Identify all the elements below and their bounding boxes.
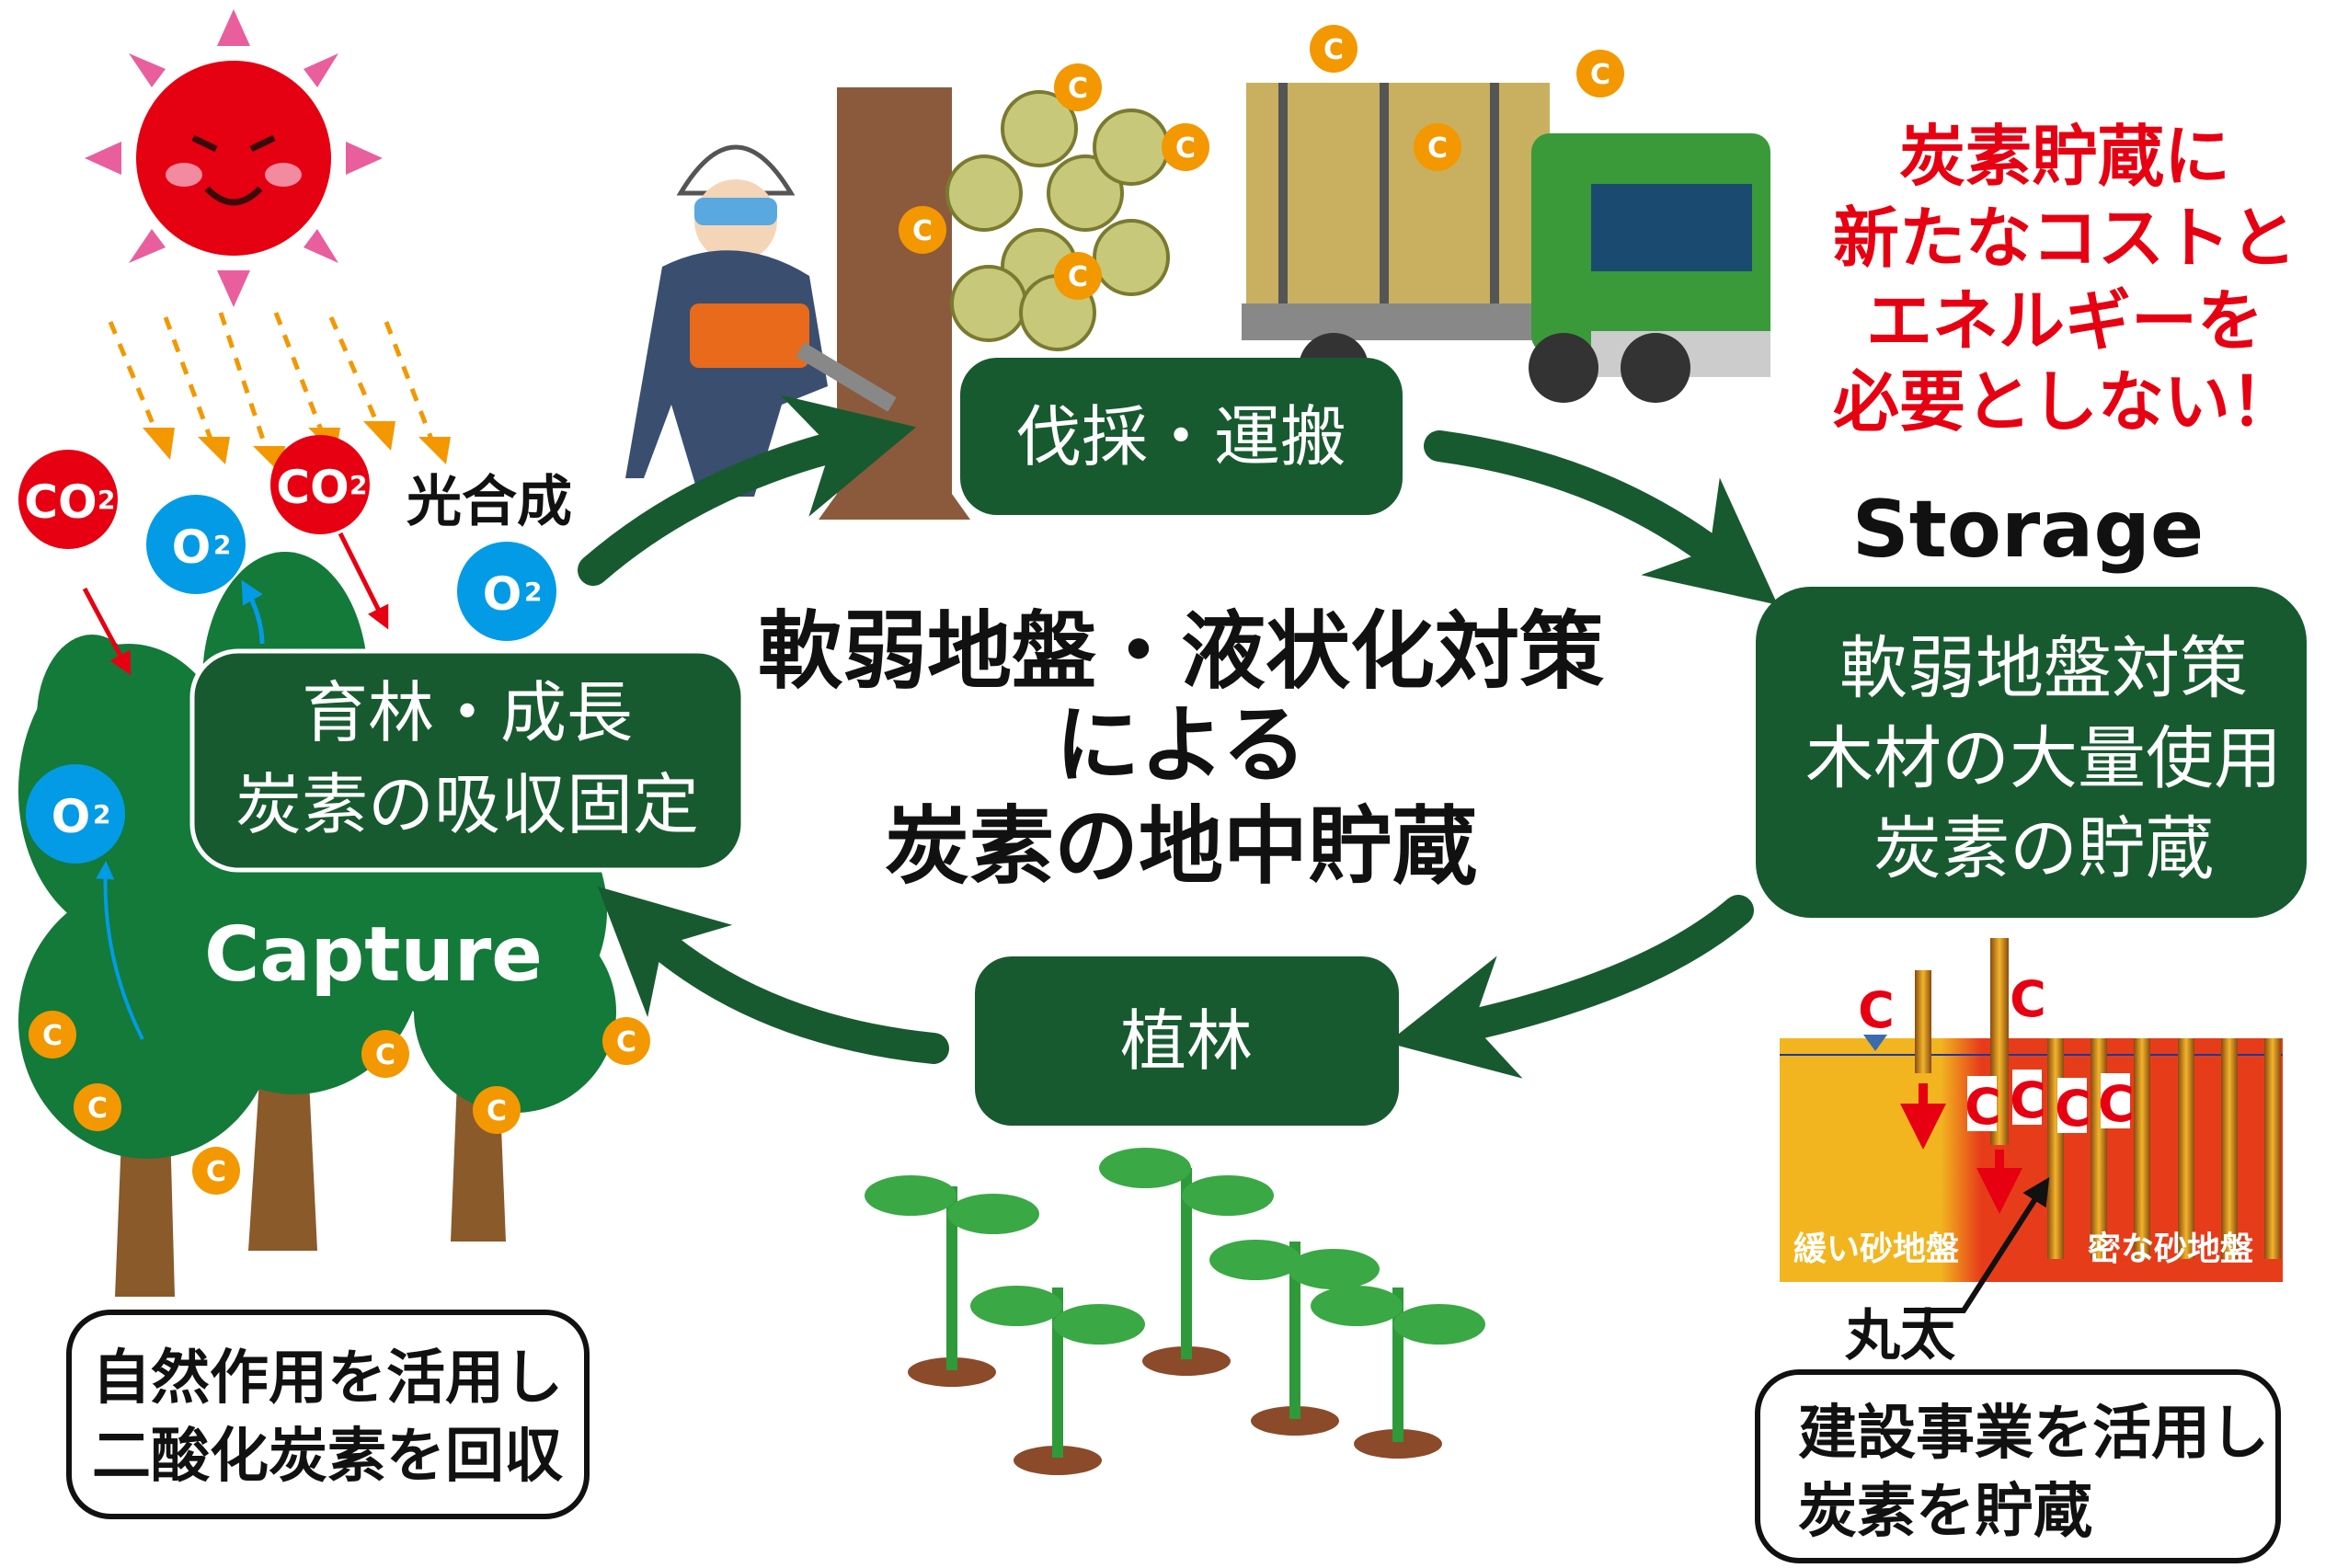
svg-text:C: C	[1323, 34, 1344, 66]
capture-label: Capture	[204, 911, 543, 999]
loose-ground-label: 緩い砂地盤	[1793, 1230, 1959, 1268]
seedlings-illustration	[865, 1148, 1485, 1475]
svg-text:2: 2	[213, 530, 231, 560]
o2-arrow	[96, 861, 144, 1040]
carbon-icon: C	[1162, 123, 1209, 171]
svg-text:軟弱地盤対策: 軟弱地盤対策	[1839, 629, 2248, 708]
svg-text:伐採・運搬: 伐採・運搬	[1015, 398, 1346, 475]
svg-text:木材の大量使用: 木材の大量使用	[1805, 719, 2282, 798]
svg-text:C: C	[616, 1026, 636, 1059]
no-extra-cost-message: 炭素貯蔵に 新たなコストと エネルギーを 必要としない！	[1833, 118, 2297, 441]
capture-box: 育林・成長 炭素の吸収固定	[189, 648, 746, 873]
center-title: 軟弱地盤・液状化対策 による 炭素の地中貯蔵	[758, 602, 1604, 896]
carbon-icon: C	[361, 1030, 409, 1078]
water-level-icon	[1863, 1035, 1887, 1051]
forest-illustration	[18, 552, 616, 1297]
sunlight-rays	[108, 312, 435, 452]
carbon-icon: C	[74, 1083, 121, 1131]
carbon-icon: C	[899, 206, 946, 254]
sunlight-arrowheads	[143, 421, 451, 474]
o2-arrow	[241, 579, 265, 645]
carbon-icon: C	[1054, 63, 1102, 111]
carbon-icon: C	[602, 1017, 650, 1065]
planting-box: 植林	[975, 956, 1399, 1126]
sun-icon	[85, 9, 383, 307]
svg-text:炭素の地中貯蔵: 炭素の地中貯蔵	[885, 797, 1477, 896]
svg-text:炭素の吸収固定: 炭素の吸収固定	[235, 766, 699, 843]
svg-text:による: による	[1055, 696, 1306, 795]
co2-arrow	[82, 587, 132, 676]
log-truck-illustration	[1242, 83, 1770, 403]
svg-text:2: 2	[349, 470, 367, 500]
svg-text:C: C	[487, 1095, 507, 1127]
svg-text:C: C	[87, 1093, 108, 1125]
cycle-arrows	[578, 395, 1778, 1079]
svg-text:軟弱地盤・液状化対策: 軟弱地盤・液状化対策	[758, 602, 1604, 701]
svg-text:自然作用を活用し: 自然作用を活用し	[92, 1345, 563, 1413]
storage-box: 軟弱地盤対策 木材の大量使用 炭素の貯蔵	[1756, 587, 2307, 918]
svg-text:植林: 植林	[1120, 1002, 1253, 1080]
svg-text:C: C	[1068, 73, 1088, 105]
carbon-icon: C	[192, 1147, 240, 1195]
svg-text:CO: CO	[24, 475, 97, 529]
svg-text:O: O	[172, 521, 212, 574]
svg-text:C: C	[912, 215, 933, 247]
svg-text:C: C	[1427, 132, 1448, 165]
svg-text:C: C	[1965, 1078, 2001, 1136]
svg-text:C: C	[1175, 132, 1196, 165]
carbon-icon: C	[1576, 50, 1624, 97]
svg-text:新たなコストと: 新たなコストと	[1833, 200, 2297, 277]
o2-molecule: O 2	[26, 764, 125, 864]
ground-pile-diagram: C C C C C C 緩い砂地盤 密な砂地盤	[1780, 938, 2283, 1313]
svg-text:C: C	[2010, 970, 2046, 1028]
carbon-icon: C	[473, 1086, 521, 1134]
co2-molecule: CO 2	[270, 435, 370, 534]
carbon-icon: C	[1414, 123, 1461, 171]
log-label: 丸太	[1844, 1304, 1955, 1368]
log-pile-illustration	[945, 90, 1170, 351]
svg-text:O: O	[52, 790, 91, 843]
svg-text:炭素を貯蔵: 炭素を貯蔵	[1798, 1478, 2092, 1546]
svg-text:エネルギーを: エネルギーを	[1866, 282, 2263, 360]
svg-text:必要としない！: 必要としない！	[1833, 363, 2297, 441]
svg-text:C: C	[2010, 1071, 2046, 1129]
co2-molecule: CO 2	[18, 450, 118, 549]
capture-note-box: 自然作用を活用し 二酸化炭素を回収	[66, 1310, 590, 1519]
svg-text:C: C	[1068, 261, 1088, 293]
svg-text:C: C	[375, 1039, 395, 1071]
svg-text:炭素貯蔵に: 炭素貯蔵に	[1899, 118, 2230, 195]
svg-text:C: C	[1858, 981, 1895, 1039]
svg-text:CO: CO	[276, 461, 349, 514]
o2-molecule: O 2	[457, 542, 556, 641]
o2-molecule: O 2	[146, 495, 246, 594]
svg-text:炭素の貯蔵: 炭素の貯蔵	[1873, 809, 2214, 888]
svg-text:C: C	[1590, 59, 1610, 91]
svg-text:育林・成長: 育林・成長	[302, 674, 633, 751]
carbon-icon: C	[1310, 25, 1358, 73]
carbon-markers: C C C C C C C C C C C C C	[29, 25, 1624, 1195]
svg-text:建設事業を活用し: 建設事業を活用し	[1798, 1400, 2269, 1468]
svg-text:2: 2	[93, 799, 110, 830]
dense-ground-label: 密な砂地盤	[2088, 1230, 2253, 1268]
svg-text:C: C	[2055, 1080, 2091, 1138]
logging-transport-box: 伐採・運搬	[960, 358, 1403, 515]
storage-note-box: 建設事業を活用し 炭素を貯蔵	[1755, 1369, 2281, 1563]
svg-text:O: O	[483, 567, 522, 621]
svg-text:C: C	[2098, 1075, 2135, 1133]
svg-text:C: C	[206, 1156, 226, 1188]
svg-text:2: 2	[97, 485, 115, 515]
svg-text:2: 2	[524, 577, 542, 607]
carbon-icon: C	[29, 1011, 76, 1059]
svg-text:二酸化炭素を回収: 二酸化炭素を回収	[92, 1423, 563, 1491]
photosynthesis-label: 光合成	[407, 470, 572, 534]
carbon-icon: C	[1054, 252, 1102, 300]
svg-text:C: C	[42, 1020, 63, 1052]
co2-arrow	[338, 532, 389, 630]
storage-label: Storage	[1852, 484, 2204, 576]
